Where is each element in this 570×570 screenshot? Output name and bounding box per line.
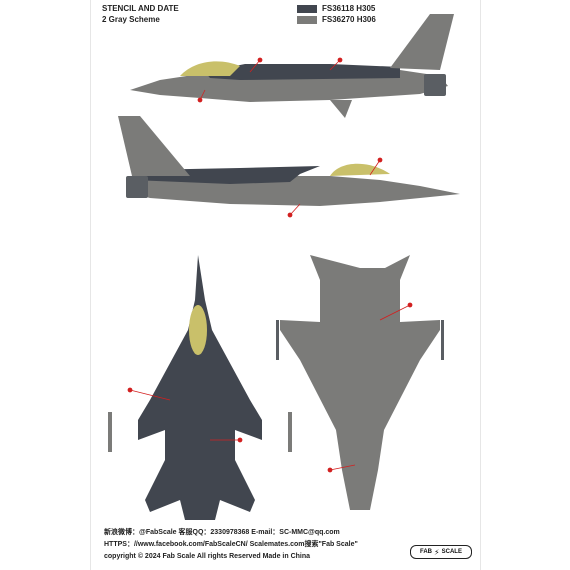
legend-label: FS36270 H306 xyxy=(322,15,376,24)
footer-contact: 新浪微博：@FabScale 客服QQ：2330978368 E-mail：SC… xyxy=(104,529,340,536)
side-view-right xyxy=(118,116,460,206)
ventral-fin-shape xyxy=(330,100,352,118)
side-view-left xyxy=(130,14,454,118)
canopy-shape xyxy=(330,163,390,176)
fab-scale-logo: FAB ⚡ SCALE xyxy=(410,545,472,559)
engine-nozzle-shape xyxy=(424,74,446,96)
legend-label: FS36118 H305 xyxy=(322,4,376,13)
vertical-tail-shape xyxy=(390,14,454,70)
legend-item-light: FS36270 H306 xyxy=(297,15,376,24)
wingtip-missile-left xyxy=(108,412,112,452)
sheet-title: STENCIL AND DATE xyxy=(102,4,179,13)
page-guide-right xyxy=(480,0,481,570)
bolt-icon: ⚡ xyxy=(434,547,440,557)
airframe-shape xyxy=(280,255,440,510)
brand-left: FAB xyxy=(420,549,433,555)
vertical-tail-shape xyxy=(118,116,190,176)
bottom-view xyxy=(276,255,444,510)
legend-item-dark: FS36118 H305 xyxy=(297,4,375,13)
light-gray-swatch xyxy=(297,15,317,24)
footer-copyright: copyright © 2024 Fab Scale All rights Re… xyxy=(104,553,311,560)
engine-nozzle-shape xyxy=(126,176,148,198)
stencil-callouts xyxy=(127,57,413,473)
wingtip-missile-right xyxy=(441,320,444,360)
wingtip-missile-right xyxy=(288,412,292,452)
sheet-subtitle: 2 Gray Scheme xyxy=(102,15,160,24)
fuselage-shape xyxy=(126,176,460,206)
top-view xyxy=(108,255,292,520)
airframe-shape xyxy=(138,255,262,520)
brand-right: SCALE xyxy=(441,549,462,555)
canopy-shape xyxy=(180,61,240,76)
dark-gray-swatch xyxy=(297,4,317,13)
canopy-shape xyxy=(189,305,207,355)
wingtip-missile-left xyxy=(276,320,279,360)
page-guide-left xyxy=(90,0,91,570)
footer-links: HTTPS：//www.facebook.com/FabScaleCN/ Sca… xyxy=(104,541,358,548)
